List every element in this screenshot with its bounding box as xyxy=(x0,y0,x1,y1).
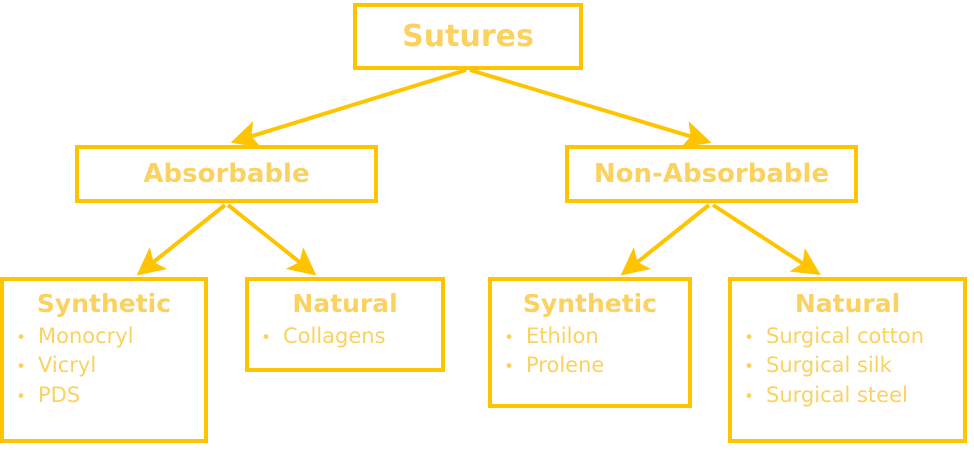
non-absorbable-synthetic-list: • Ethilon • Prolene xyxy=(492,322,688,382)
list-item-label: Prolene xyxy=(526,353,605,378)
list-item: • Surgical steel xyxy=(744,381,963,411)
edge-non-absorbable-to-natural xyxy=(711,203,821,276)
list-item: • Vicryl xyxy=(16,351,204,381)
node-sutures[interactable]: Sutures xyxy=(353,3,583,70)
node-non-absorbable-synthetic[interactable]: Synthetic • Ethilon • Prolene xyxy=(488,277,692,408)
list-item: • Surgical cotton xyxy=(744,322,963,352)
node-non-absorbable-natural[interactable]: Natural • Surgical cotton • Surgical sil… xyxy=(728,277,967,443)
bullet-icon: • xyxy=(744,327,755,348)
node-non-absorbable-natural-label: Natural xyxy=(794,289,901,318)
list-item: • PDS xyxy=(16,381,204,411)
list-item-label: Monocryl xyxy=(38,323,134,348)
edge-absorbable-to-synthetic xyxy=(136,203,227,276)
node-sutures-label: Sutures xyxy=(402,19,534,54)
non-absorbable-natural-list: • Surgical cotton • Surgical silk • Surg… xyxy=(732,322,963,411)
edge-non-absorbable-to-synthetic xyxy=(620,203,711,276)
list-item: • Monocryl xyxy=(16,322,204,352)
edge-absorbable-to-natural xyxy=(226,203,317,276)
node-absorbable-natural[interactable]: Natural • Collagens xyxy=(245,277,445,372)
node-absorbable[interactable]: Absorbable xyxy=(75,145,378,203)
list-item-label: PDS xyxy=(38,383,81,408)
list-item: • Prolene xyxy=(504,351,688,381)
list-item-label: Surgical cotton xyxy=(766,323,925,348)
bullet-icon: • xyxy=(504,327,515,348)
node-absorbable-synthetic-label: Synthetic xyxy=(36,289,172,318)
list-item-label: Surgical silk xyxy=(766,353,892,378)
absorbable-natural-list: • Collagens xyxy=(249,322,441,352)
bullet-icon: • xyxy=(504,357,515,378)
list-item-label: Ethilon xyxy=(526,323,599,348)
list-item: • Ethilon xyxy=(504,322,688,352)
node-absorbable-synthetic[interactable]: Synthetic • Monocryl • Vicryl • PDS xyxy=(0,277,208,443)
node-absorbable-label: Absorbable xyxy=(143,158,310,189)
node-absorbable-natural-label: Natural xyxy=(292,289,398,318)
list-item-label: Vicryl xyxy=(38,353,97,378)
bullet-icon: • xyxy=(261,327,272,348)
edge-sutures-to-absorbable xyxy=(230,68,467,148)
absorbable-synthetic-list: • Monocryl • Vicryl • PDS xyxy=(4,322,204,411)
node-non-absorbable[interactable]: Non-Absorbable xyxy=(565,145,858,203)
node-non-absorbable-synthetic-label: Synthetic xyxy=(522,289,658,318)
bullet-icon: • xyxy=(16,387,27,408)
bullet-icon: • xyxy=(16,327,27,348)
list-item: • Surgical silk xyxy=(744,351,963,381)
bullet-icon: • xyxy=(744,357,755,378)
bullet-icon: • xyxy=(16,357,27,378)
list-item: • Collagens xyxy=(261,322,441,352)
list-item-label: Surgical steel xyxy=(766,383,908,408)
bullet-icon: • xyxy=(744,387,755,408)
node-non-absorbable-label: Non-Absorbable xyxy=(593,158,830,189)
list-item-label: Collagens xyxy=(283,323,386,348)
edge-sutures-to-non-absorbable xyxy=(469,68,712,148)
